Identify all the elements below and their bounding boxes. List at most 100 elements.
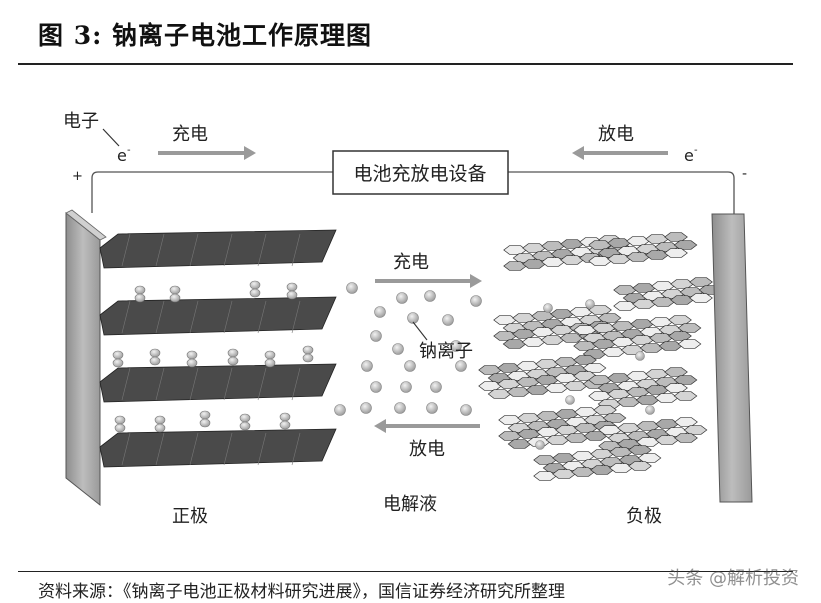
- graphene-hex: [626, 387, 650, 397]
- graphene-hex: [626, 252, 650, 262]
- cathode-layer-texture: [121, 233, 131, 267]
- graphene-hex: [571, 467, 595, 477]
- cathode-ion: [149, 348, 161, 358]
- cathode-ion: [227, 348, 239, 358]
- graphene-hex: [541, 257, 565, 267]
- graphene-hex: [574, 407, 598, 417]
- cathode-ion: [286, 290, 298, 300]
- graphene-hex: [673, 391, 698, 401]
- cathode-layer-texture: [257, 432, 267, 466]
- graphene-hex: [522, 259, 546, 269]
- cathode-ion: [239, 421, 251, 431]
- cathode-layer: [99, 229, 337, 269]
- electron-superscript-left: -: [127, 145, 131, 156]
- cathode-ion: [186, 350, 198, 360]
- graphene-hex: [628, 445, 652, 455]
- electron-pointer: [102, 128, 120, 147]
- graphene-hex: [635, 395, 660, 405]
- electrolyte-ion: [470, 295, 482, 307]
- graphene-hex: [649, 317, 673, 327]
- electrolyte-ion: [346, 282, 358, 294]
- bottom-rule: [18, 571, 793, 572]
- graphene-hex: [497, 379, 521, 389]
- graphene-hex: [517, 413, 541, 423]
- cathode-ion: [114, 415, 126, 425]
- graphene-hex: [651, 281, 675, 291]
- top-rule: [18, 63, 793, 65]
- graphene-hex: [616, 397, 641, 407]
- graphene-hex: [554, 357, 578, 367]
- graphene-hex: [655, 435, 679, 445]
- graphene-hex: [664, 383, 688, 393]
- graphene-hex: [674, 417, 698, 427]
- graphene-hex: [516, 361, 540, 371]
- electrolyte-ion: [442, 314, 454, 326]
- cathode-layer-texture: [257, 233, 267, 267]
- electron-superscript-right: -: [694, 145, 698, 156]
- cathode-ion: [264, 350, 276, 360]
- graphene-hex: [645, 234, 669, 244]
- graphene-hex: [658, 341, 683, 351]
- anode-ion: [565, 395, 575, 405]
- electrolyte-label: 电解液: [383, 494, 437, 515]
- top-discharge-label: 放电: [598, 124, 634, 145]
- cathode-layer-texture: [155, 233, 165, 267]
- graphene-hex: [535, 359, 559, 369]
- electron-label: 电子: [63, 111, 99, 132]
- cathode-layer-texture: [291, 367, 301, 401]
- graphene-hex: [563, 381, 588, 391]
- graphene-hex: [677, 339, 702, 349]
- graphene-hex: [533, 455, 557, 465]
- graphene-hex: [590, 449, 614, 459]
- top-charge-label: 充电: [172, 124, 208, 145]
- graphene-hex: [531, 327, 555, 337]
- watermark: 头条 @解析投资: [667, 568, 799, 589]
- graphene-hex: [573, 341, 597, 351]
- top-charge-arrow: [158, 146, 256, 160]
- graphene-hex: [541, 241, 565, 251]
- graphene-hex: [609, 447, 633, 457]
- cathode-layer-texture: [155, 367, 165, 401]
- graphene-hex: [636, 437, 660, 447]
- circuit-wire-left: [91, 171, 333, 213]
- cathode-layer-texture: [257, 367, 267, 401]
- cathode-plate: [65, 211, 101, 507]
- cathode-ion: [239, 413, 251, 423]
- electrolyte-ion: [455, 360, 467, 372]
- anode-label: 负极: [626, 506, 662, 527]
- cathode-layer-texture: [291, 432, 301, 466]
- cathode-ion: [169, 285, 181, 295]
- graphene-hex: [533, 471, 557, 481]
- electrolyte-ion: [392, 343, 404, 355]
- cathode-ion: [186, 358, 198, 368]
- electrolyte-ion: [400, 381, 412, 393]
- graphene-hex: [493, 315, 517, 325]
- graphene-hex: [617, 423, 641, 433]
- cathode-layer-texture: [223, 300, 233, 334]
- anode-ions: [535, 299, 655, 450]
- graphene-hex: [683, 425, 708, 435]
- graphene-hex: [689, 277, 713, 287]
- anode-ion: [635, 351, 645, 361]
- graphene-hex: [535, 375, 559, 385]
- graphene-hex: [632, 283, 656, 293]
- graphene-hex: [552, 453, 576, 463]
- graphene-hex: [597, 313, 622, 323]
- graphene-hex: [651, 297, 675, 307]
- graphene-hex: [574, 423, 598, 433]
- cathode-layers: [99, 229, 337, 468]
- graphene-hex: [560, 255, 584, 265]
- graphene-hex: [536, 427, 560, 437]
- anode-ion: [543, 303, 553, 313]
- cathode-plate-edge: [65, 209, 107, 241]
- electrolyte-ion: [334, 404, 346, 416]
- graphene-hex: [506, 387, 531, 397]
- cathode-layer: [99, 296, 337, 336]
- graphene-hex: [497, 363, 521, 373]
- negative-sign: -: [742, 166, 747, 182]
- mid-discharge-arrow: [374, 419, 480, 433]
- source-note: 资料来源：《钠离子电池正极材料研究进展》，国信证券经济研究所整理: [38, 582, 565, 602]
- cathode-ion: [154, 415, 166, 425]
- anode-ion: [535, 440, 545, 450]
- electrolyte-ion: [424, 290, 436, 302]
